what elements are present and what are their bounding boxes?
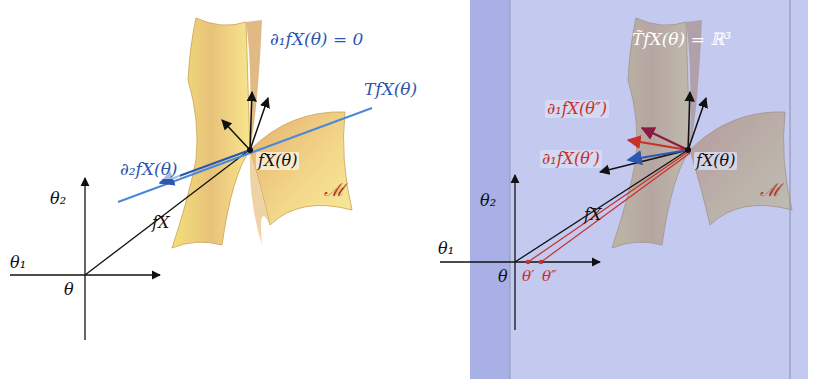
math-label: θ′ [520,268,536,285]
math-label: ∂₂fX(θ) [118,160,180,179]
math-label: ℳ [322,180,347,200]
math-label: θ [496,268,510,286]
math-label: θ₂ [48,190,68,208]
math-label: fX(θ) [256,152,299,170]
math-label: θ₁ [436,240,456,258]
math-label: ∂₁fX(θ″) [545,100,609,118]
math-label: θ₁ [8,254,28,272]
math-label: ℳ [758,180,783,200]
math-label: TfX(θ) [362,80,419,99]
left-manifold [172,18,352,248]
math-label: fX [150,214,171,232]
left-axes [10,151,248,340]
math-label: ∂₁fX(θ′) [540,150,602,168]
tangent-line [118,108,372,202]
math-label: θ [62,281,76,299]
right-axes [440,150,690,330]
math-label: T̃fX(θ) = ℝ³ [630,30,733,49]
math-label: ∂₁fX(θ) = 0 [268,30,365,49]
right-vectors [600,92,706,172]
math-label: θ₂ [478,192,498,210]
math-label: θ″ [540,268,559,285]
ambient-space-box [470,0,808,379]
math-label: fX [582,206,603,224]
math-label: fX(θ) [694,152,737,170]
